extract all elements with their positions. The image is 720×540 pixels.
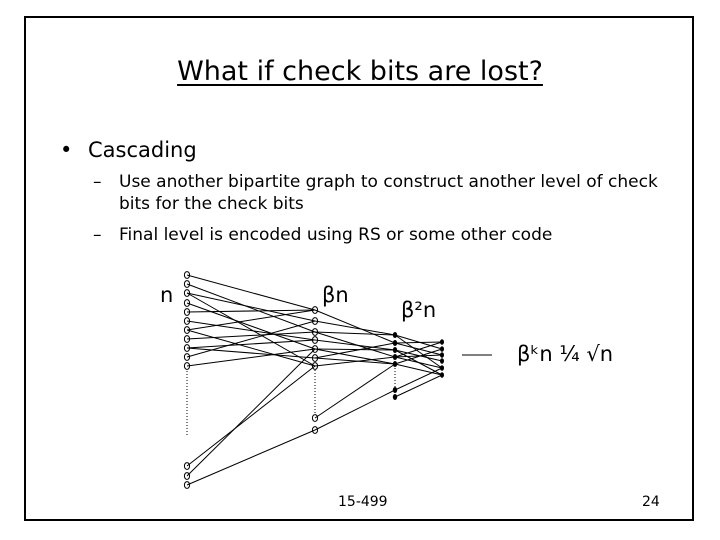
node-level2 [392,361,398,367]
edge-level0-level1 [186,429,316,486]
edge-level0-level1 [186,292,316,322]
footer-course: 15-499 [338,494,388,510]
node-level0 [183,299,191,307]
edge-level0-level1 [186,320,316,341]
edge-level1-level2 [314,363,396,419]
subbullet-text: Use another bipartite graph to construct… [119,172,658,214]
edge-level2-level3 [394,356,443,369]
label-beta-n: βn [322,283,349,307]
label-beta-squared-n: β²n [401,298,437,322]
edge-level1-level2 [314,331,396,336]
subbullet-marker: – [93,225,102,245]
edge-level0-level1 [186,309,316,313]
node-level0 [183,362,191,370]
edge-level1-level2 [314,320,396,336]
node-level2 [392,340,398,346]
node-level1 [311,317,319,325]
edge-level1-level2 [314,342,396,359]
node-level1 [311,354,319,362]
node-level2 [392,354,398,360]
node-level3 [440,372,444,378]
node-level3 [440,352,444,358]
node-level0 [183,344,191,352]
node-level1 [311,362,319,370]
bullet-cascading: • Cascading [60,138,197,162]
edge-level1-level2 [314,339,396,351]
edge-level2-level3 [394,348,443,365]
node-level1 [311,414,319,422]
node-level3 [440,358,444,364]
node-level3 [440,346,444,352]
node-level0 [183,472,191,480]
node-level1 [311,328,319,336]
edge-level2-level3 [394,334,443,369]
edge-level0-level1 [186,309,316,331]
page-number: 24 [642,494,660,510]
node-level3 [440,365,444,371]
subbullet-2: –Final level is encoded using RS or some… [93,224,679,246]
subbullet-marker: – [93,172,102,192]
edge-level1-level2 [314,348,396,351]
node-level2 [392,387,398,393]
edge-level1-level2 [314,309,396,344]
node-level1 [311,345,319,353]
node-level0 [183,481,191,489]
node-level2 [392,332,398,338]
edge-level2-level3 [394,374,443,398]
edge-level0-level1 [186,348,316,477]
node-level0 [183,280,191,288]
slide-title: What if check bits are lost? [177,56,543,87]
edge-level0-level1 [186,320,316,358]
bullet-text: Cascading [88,138,197,162]
node-level0 [183,462,191,470]
bullet-marker: • [60,138,73,162]
node-level0 [183,326,191,334]
edge-level0-level1 [186,347,316,359]
node-level0 [183,308,191,316]
edge-level2-level3 [394,341,443,344]
edge-level0-level1 [186,331,316,340]
edge-level0-level1 [186,283,316,333]
label-beta-k-n: βᵏn ¼ √n [517,342,614,366]
node-level0 [183,335,191,343]
node-level3 [440,339,444,345]
node-level2 [392,394,398,400]
node-level1 [311,336,319,344]
label-n: n [160,283,174,307]
edge-level1-level2 [314,389,396,431]
node-level0 [183,271,191,279]
subbullet-1: –Use another bipartite graph to construc… [93,171,679,215]
edge-level0-level1 [186,274,316,311]
node-level0 [183,353,191,361]
node-level0 [183,317,191,325]
edge-level0-level1 [186,348,316,367]
edge-level0-level1 [186,292,316,367]
edge-level0-level1 [186,329,316,367]
edge-level2-level3 [394,341,443,358]
node-level1 [311,306,319,314]
node-level2 [392,347,398,353]
edge-level1-level2 [314,348,396,365]
edge-level1-level2 [314,357,396,365]
edge-level0-level1 [186,339,316,349]
node-level0 [183,289,191,297]
edge-level0-level1 [186,365,316,467]
edge-level2-level3 [394,363,443,376]
subbullet-text: Final level is encoded using RS or some … [119,225,553,245]
slide-frame [24,16,694,521]
edge-level2-level3 [394,367,443,391]
node-level1 [311,426,319,434]
